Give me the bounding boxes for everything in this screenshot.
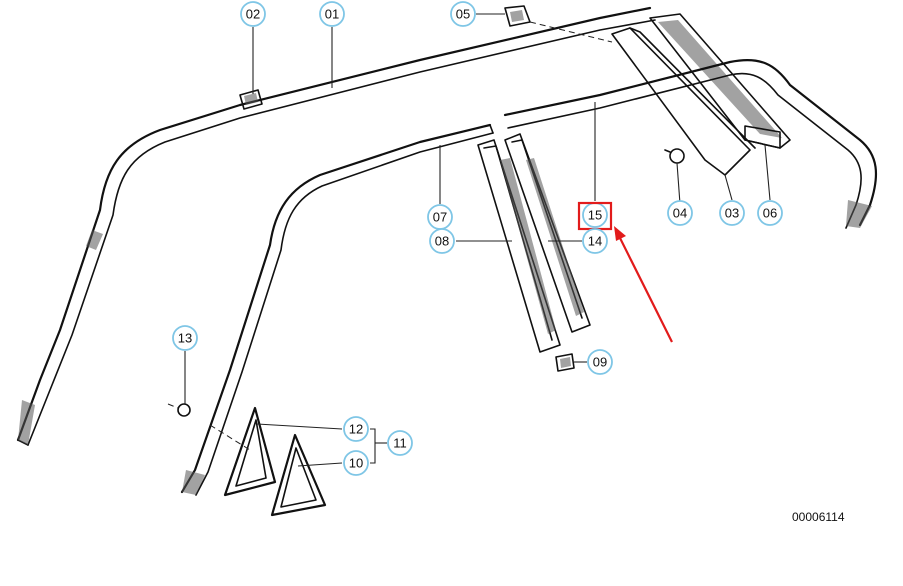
callout-07[interactable]: 07 xyxy=(427,204,453,230)
part-13-fastener[interactable] xyxy=(167,351,191,417)
part-03-trim-strip[interactable] xyxy=(611,27,756,176)
part-05-clip[interactable] xyxy=(504,5,613,43)
part-01-outer-roof-molding[interactable] xyxy=(16,6,656,446)
part-06-seal[interactable] xyxy=(649,13,791,149)
callout-02[interactable]: 02 xyxy=(240,1,266,27)
callout-01[interactable]: 01 xyxy=(319,1,345,27)
callout-06-label: 06 xyxy=(763,206,777,221)
callout-01-label: 01 xyxy=(325,7,339,22)
part-14-pillar-trim[interactable] xyxy=(504,133,591,333)
callout-10[interactable]: 10 xyxy=(343,450,369,476)
callout-02-label: 02 xyxy=(246,7,260,22)
callout-10-label: 10 xyxy=(349,456,363,471)
callout-09[interactable]: 09 xyxy=(587,349,613,375)
part-08-pillar-trim[interactable] xyxy=(477,139,561,353)
callout-15-label: 15 xyxy=(588,208,602,223)
callout-04-label: 04 xyxy=(673,206,687,221)
callout-11[interactable]: 11 xyxy=(387,430,413,456)
callout-05-label: 05 xyxy=(456,7,470,22)
callout-04[interactable]: 04 xyxy=(667,200,693,226)
callout-08-label: 08 xyxy=(435,234,449,249)
callout-07-label: 07 xyxy=(433,210,447,225)
callout-06[interactable]: 06 xyxy=(757,200,783,226)
callout-11-label: 11 xyxy=(393,436,407,451)
callout-14-label: 14 xyxy=(588,234,602,249)
red-arrow-pointer-icon xyxy=(614,226,673,343)
callout-13-label: 13 xyxy=(178,331,192,346)
callout-13[interactable]: 13 xyxy=(172,325,198,351)
part-09-clip[interactable] xyxy=(555,353,587,372)
part-10-triangle-glass[interactable] xyxy=(270,433,327,517)
leader-lines xyxy=(252,13,771,467)
callout-12[interactable]: 12 xyxy=(343,416,369,442)
callout-03-label: 03 xyxy=(725,206,739,221)
callout-03[interactable]: 03 xyxy=(719,200,745,226)
callout-09-label: 09 xyxy=(593,355,607,370)
part-02-clip[interactable] xyxy=(239,89,263,110)
callout-14[interactable]: 14 xyxy=(582,228,608,254)
part-12-triangle-frame[interactable] xyxy=(209,406,277,497)
part-15-roof-molding[interactable] xyxy=(503,58,877,229)
diagram-ref-number: 00006114 xyxy=(792,510,845,524)
callout-05[interactable]: 05 xyxy=(450,1,476,27)
callout-08[interactable]: 08 xyxy=(429,228,455,254)
part-04-screw[interactable] xyxy=(664,148,685,205)
callout-15[interactable]: 15 xyxy=(577,201,613,231)
part-07-inner-molding[interactable] xyxy=(180,123,494,496)
callout-12-label: 12 xyxy=(349,422,363,437)
